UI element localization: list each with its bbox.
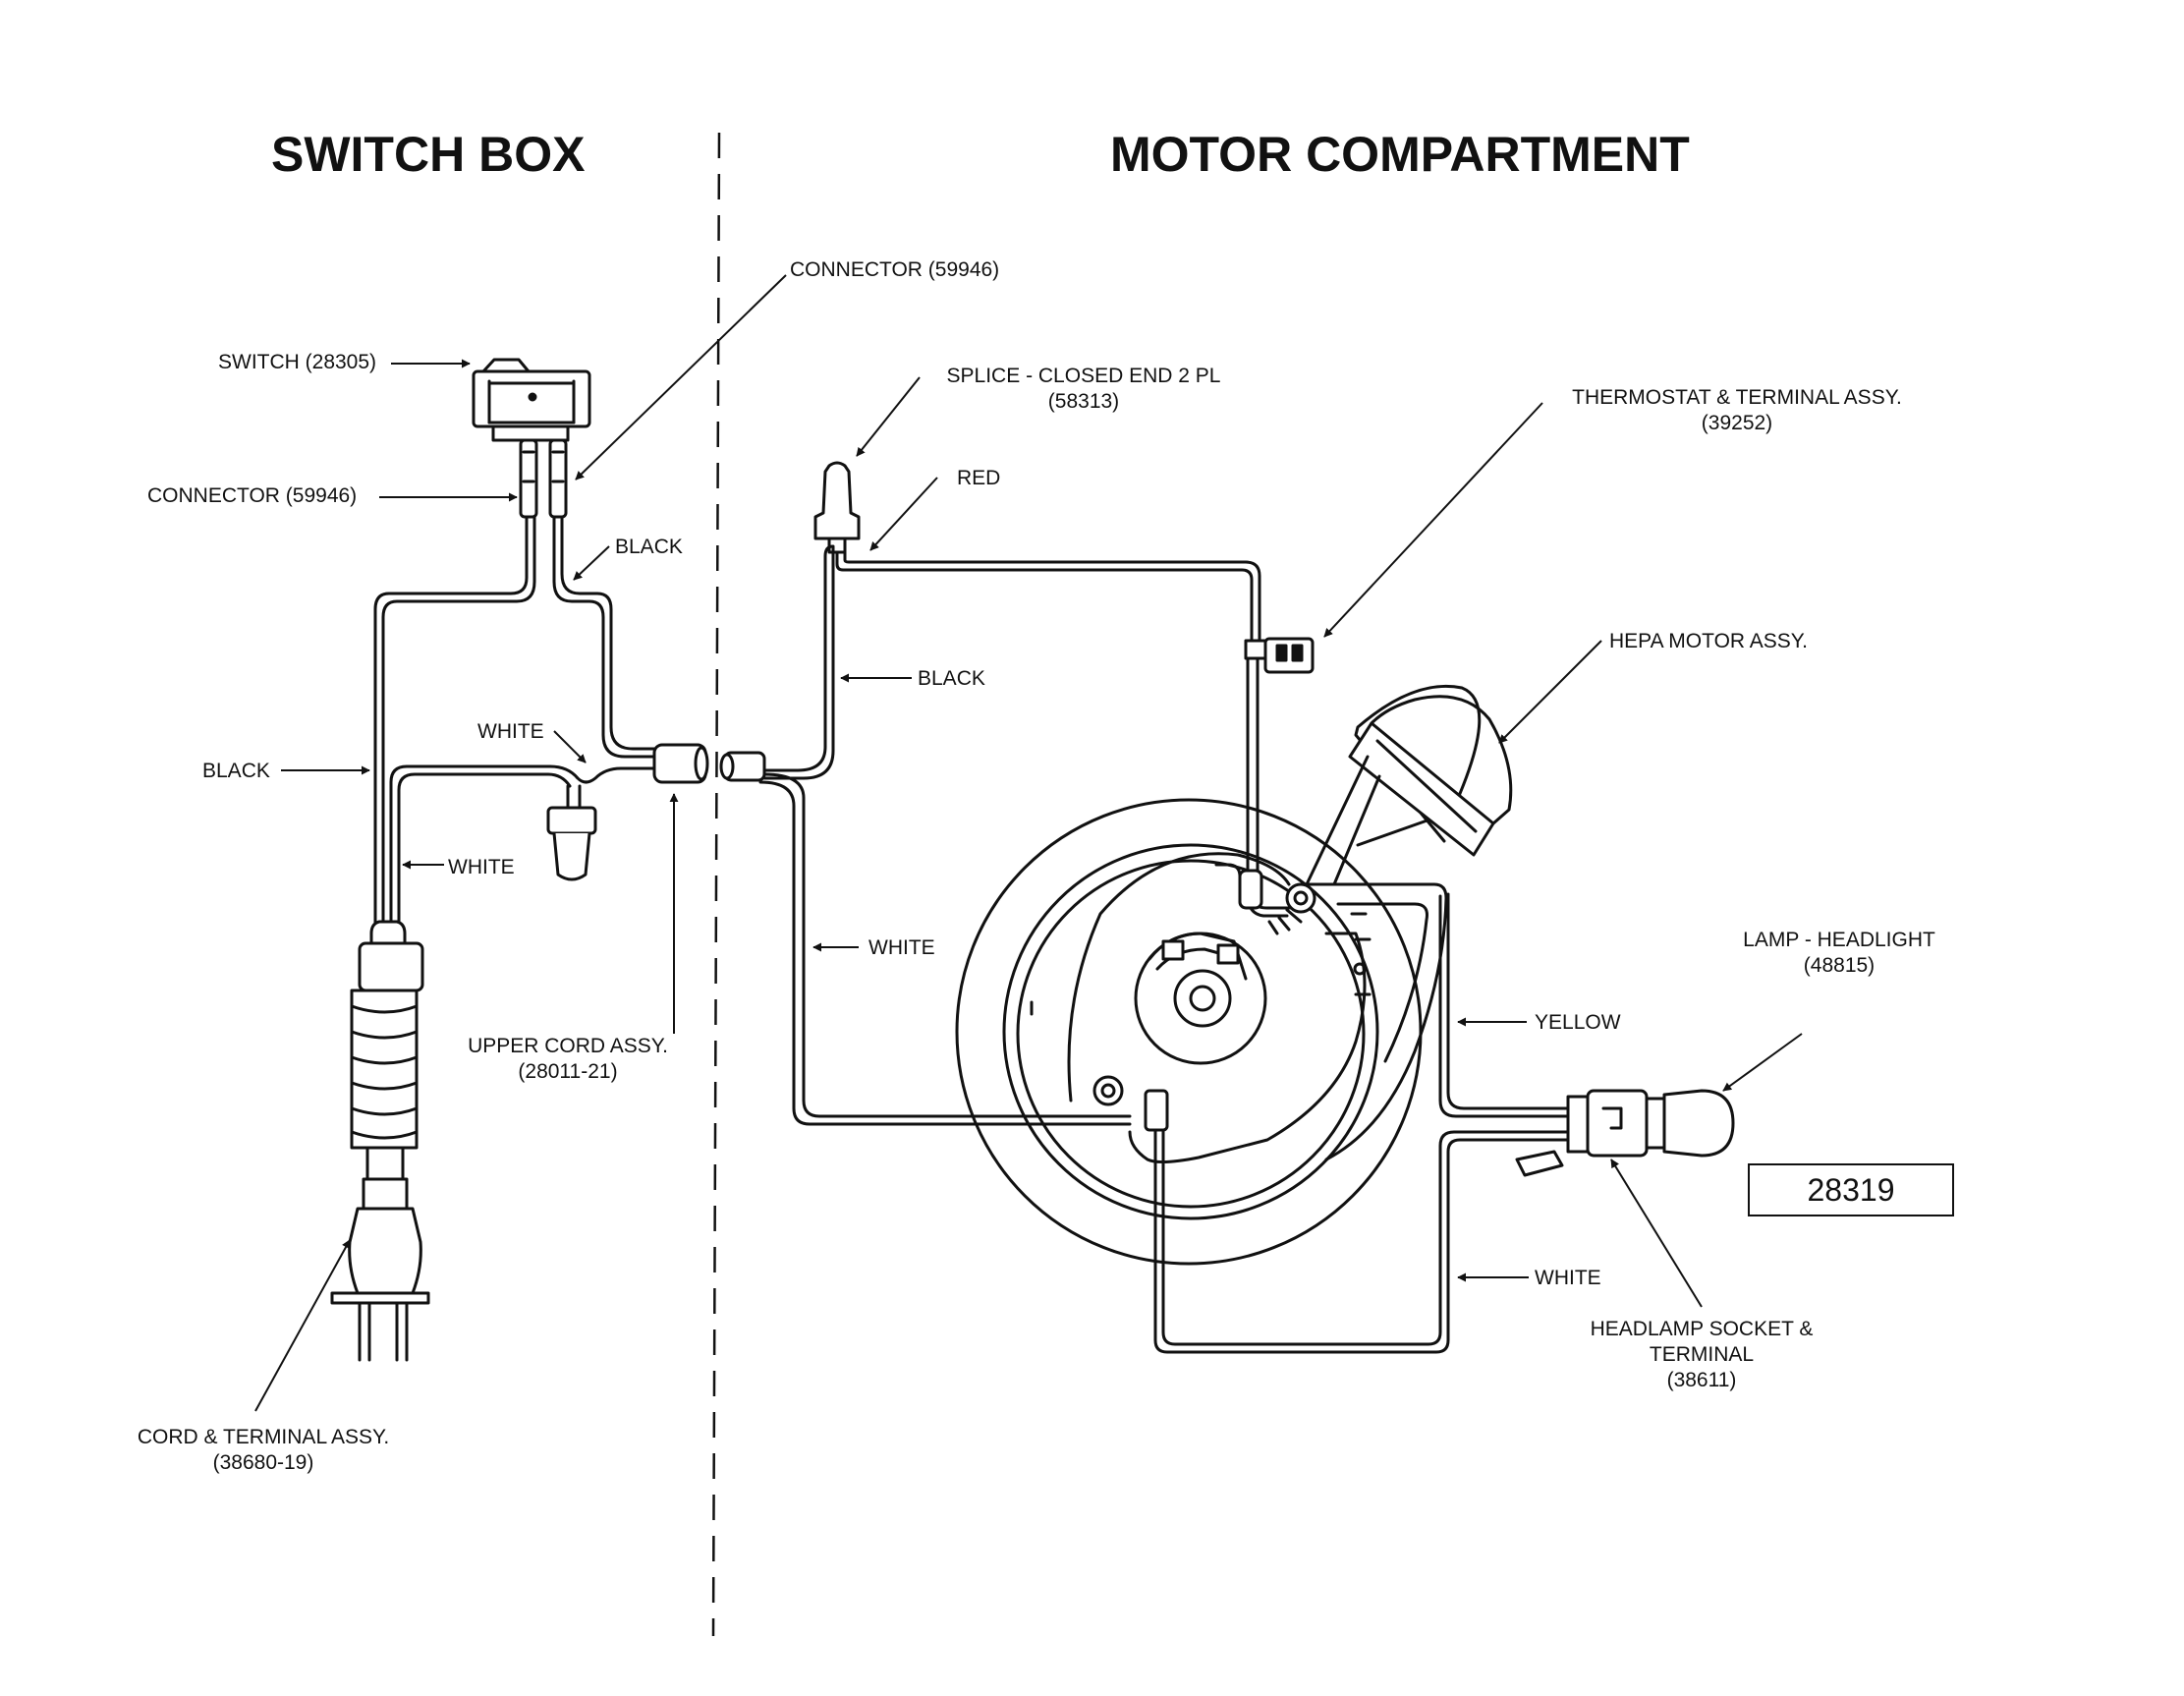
yellow-label: YELLOW xyxy=(1535,1011,1621,1034)
white-mid-label: WHITE xyxy=(477,720,544,743)
wire-nut xyxy=(546,806,597,881)
leader-splice xyxy=(856,376,921,457)
socket-label: HEADLAMP SOCKET & TERMINAL (38611) xyxy=(1590,1318,1814,1391)
rocker-switch xyxy=(472,358,591,442)
upper-cord-label: UPPER CORD ASSY. (28011-21) xyxy=(468,1035,668,1083)
section-divider xyxy=(711,132,721,1637)
connector-top-label: CONNECTOR (59946) xyxy=(790,258,1000,281)
leader-thermostat xyxy=(1323,402,1543,638)
switch-box-title: SWITCH BOX xyxy=(271,127,586,182)
cord-connector xyxy=(652,743,766,784)
cord-terminal-label: CORD & TERMINAL ASSY. (38680-19) xyxy=(137,1426,390,1474)
leader-connector-top xyxy=(575,274,787,481)
switch-label: SWITCH (28305) xyxy=(218,351,377,373)
closed-end-splice xyxy=(813,461,861,554)
black-left-label: BLACK xyxy=(202,760,270,782)
wire-red xyxy=(835,550,1254,643)
white-left-label: WHITE xyxy=(448,856,515,878)
white-bottom-label: WHITE xyxy=(1535,1267,1601,1289)
leader-white-mid xyxy=(553,730,587,763)
leader-black-upper xyxy=(573,545,610,581)
part-number-box: 28319 xyxy=(1748,1163,1954,1216)
leader-socket xyxy=(1610,1159,1703,1308)
leader-lamp xyxy=(1722,1033,1803,1092)
wire-black-motor xyxy=(762,544,835,772)
leader-cord-terminal xyxy=(254,1239,351,1412)
red-label: RED xyxy=(957,467,1001,489)
wire-black-switch-to-cord xyxy=(373,515,529,935)
connector-left-label: CONNECTOR (59946) xyxy=(147,484,358,507)
black-upper-label: BLACK xyxy=(615,536,683,558)
switch-connectors xyxy=(519,438,568,519)
black-motor-label: BLACK xyxy=(918,667,985,690)
power-cord-plug xyxy=(330,920,430,1362)
wire-white-bottom xyxy=(1153,1128,1570,1354)
leader-red xyxy=(869,477,938,551)
wire-yellow xyxy=(1446,892,1570,1110)
headlight-lamp xyxy=(1645,1089,1735,1158)
white-motor-label: WHITE xyxy=(868,936,935,959)
motor-compartment-title: MOTOR COMPARTMENT xyxy=(1110,127,1690,182)
thermostat-label: THERMOSTAT & TERMINAL ASSY. (39252) xyxy=(1572,386,1902,434)
wire-white-motor xyxy=(758,780,1132,1126)
thermostat xyxy=(1244,637,1315,674)
leader-hepa xyxy=(1498,640,1602,744)
splice-label: SPLICE - CLOSED END 2 PL (58313) xyxy=(946,365,1221,413)
wire-black-switch-to-cord-connector xyxy=(552,515,656,759)
lamp-label: LAMP - HEADLIGHT (48815) xyxy=(1743,929,1935,977)
wire-white-switch xyxy=(389,764,656,935)
hepa-motor-label: HEPA MOTOR ASSY. xyxy=(1609,630,1808,652)
hepa-motor xyxy=(955,684,1513,1266)
headlamp-socket xyxy=(1515,1089,1649,1177)
